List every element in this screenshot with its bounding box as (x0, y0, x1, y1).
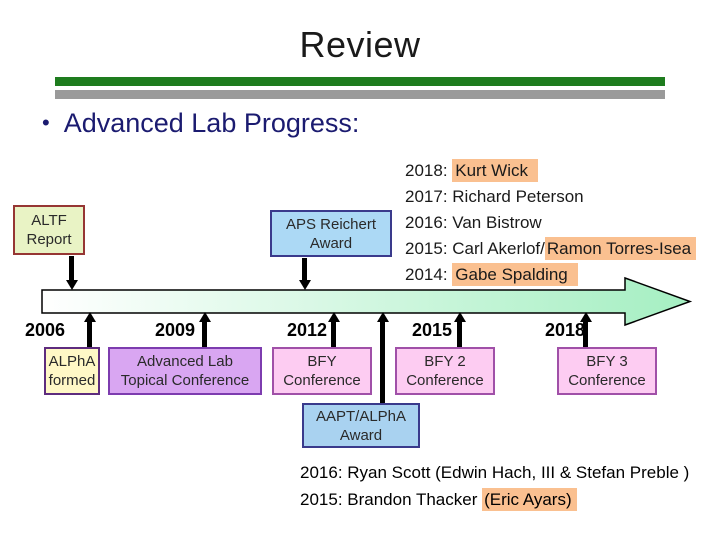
arrow-head-up-icon (453, 312, 466, 322)
title-divider-gray-bar (55, 90, 665, 99)
award-winner-2018: 2018: Kurt Wick (405, 158, 696, 184)
arrow-head-up-icon (376, 312, 389, 322)
bfy1-up-arrow (327, 312, 340, 347)
highlighted-name: Kurt Wick (452, 159, 538, 182)
aapt-winner-2016: 2016: Ryan Scott (Edwin Hach, III & Stef… (300, 463, 690, 482)
bullet-icon: • (42, 110, 50, 135)
advanced-lab-topical-conference-box: Advanced Lab Topical Conference (108, 347, 262, 395)
aapt-winner-2015: 2015: Brandon Thacker (Eric Ayars) (300, 486, 689, 513)
slide-title: Review (299, 24, 421, 65)
bullet-heading: • Advanced Lab Progress: (42, 108, 359, 139)
timeline-arrow (41, 276, 693, 327)
year-label-2012: 2012 (287, 320, 328, 340)
award-winner-2016: 2016: Van Bistrow (405, 213, 542, 232)
year-label-2018: 2018 (545, 320, 586, 340)
award-winner-2017: 2017: Richard Peterson (405, 187, 584, 206)
altf-report-box: ALTF Report (13, 205, 85, 255)
aapt-award-winners-text: 2016: Ryan Scott (Edwin Hach, III & Stef… (300, 459, 689, 513)
year-label-2009: 2009 (155, 320, 196, 340)
arrow-head-up-icon (198, 312, 211, 322)
award-winners-list: 2018: Kurt Wick 2017: Richard Peterson 2… (405, 158, 697, 288)
bfy3-conference-box: BFY 3 Conference (557, 347, 657, 395)
aps-reichert-award-box: APS Reichert Award (270, 210, 392, 257)
alpha-formed-box: ALPhA formed (44, 347, 100, 395)
arrow-head-down-icon (298, 280, 311, 290)
award-winner-2015: 2015: Carl Akerlof/Ramon Torres-Isea (405, 236, 697, 262)
bfy-conference-box: BFY Conference (272, 347, 372, 395)
bfy2-conference-box: BFY 2 Conference (395, 347, 495, 395)
arrow-head-up-icon (83, 312, 96, 322)
year-label-2015: 2015 (412, 320, 453, 340)
aapt-alpha-award-box: AAPT/ALPhA Award (302, 403, 420, 448)
award-winner-2014: 2014: Gabe Spalding (405, 262, 696, 288)
arrow-head-up-icon (579, 312, 592, 322)
timeline-block-arrow-shape (41, 276, 693, 327)
highlighted-name: (Eric Ayars) (482, 488, 577, 511)
arrow-head-up-icon (327, 312, 340, 322)
highlighted-name: Ramon Torres-Isea (544, 237, 697, 260)
year-label-2006: 2006 (25, 320, 66, 340)
bullet-heading-text: Advanced Lab Progress: (63, 108, 360, 138)
aapt-up-arrow (376, 312, 389, 403)
altf-down-arrow (65, 256, 78, 290)
arrow-head-down-icon (65, 280, 78, 290)
highlighted-name: Gabe Spalding (452, 263, 578, 286)
aps-down-arrow (298, 258, 311, 290)
title-divider-green-bar (55, 77, 665, 86)
topical-up-arrow (198, 312, 211, 347)
bfy2-up-arrow (453, 312, 466, 347)
bfy3-up-arrow (579, 312, 592, 347)
alpha-up-arrow (83, 312, 96, 347)
